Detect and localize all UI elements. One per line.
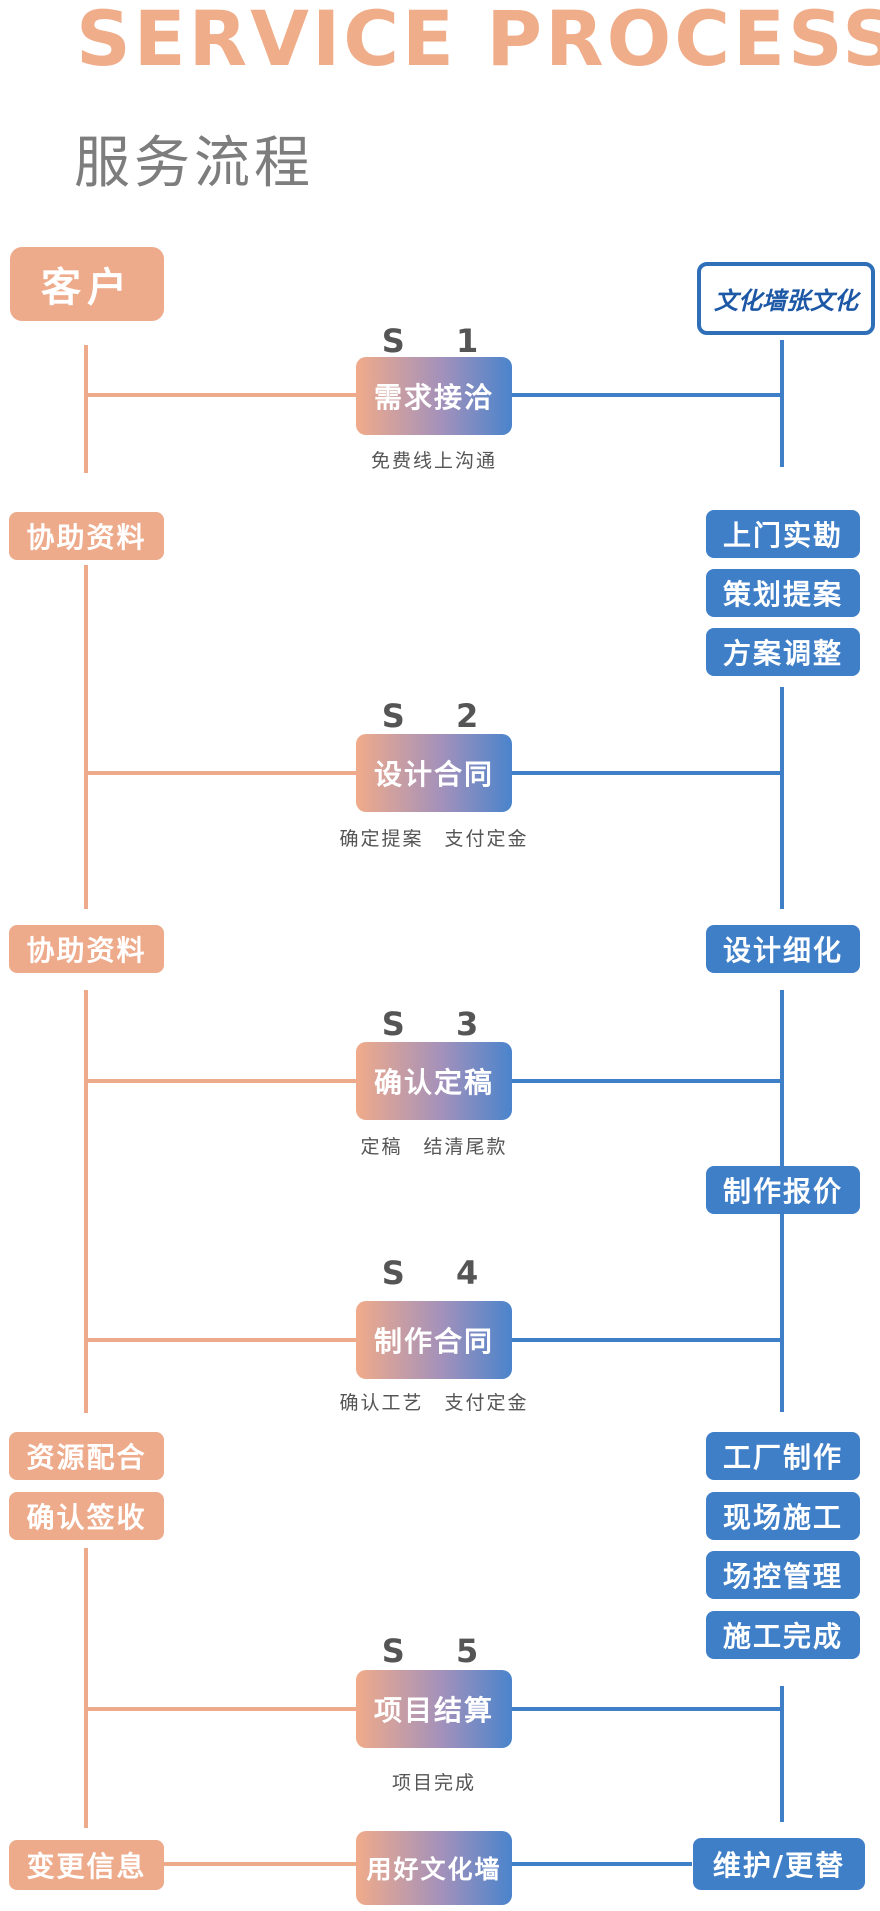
connector-right-s1	[512, 393, 782, 397]
company-timeline-segment	[780, 1686, 784, 1822]
tag-assist-materials-2: 协助资料	[9, 925, 164, 973]
tag-assist-materials-1: 协助资料	[9, 512, 164, 560]
step-2-label: S 2	[381, 697, 499, 735]
tag-planning-proposal: 策划提案	[706, 569, 860, 617]
tag-plan-adjustment: 方案调整	[706, 628, 860, 676]
step-4-label: S 4	[381, 1254, 499, 1292]
step-3-label: S 3	[381, 1005, 499, 1043]
tag-production-quote: 制作报价	[706, 1166, 860, 1214]
customer-timeline-segment	[84, 565, 88, 909]
customer-timeline-segment	[84, 990, 88, 1413]
company-timeline-segment	[780, 990, 784, 1166]
step-1-label: S 1	[381, 322, 499, 360]
title-english: SERVICE PROCESS	[76, 0, 880, 83]
company-logo: 文化墙张文化	[697, 262, 875, 335]
connector-left-s4	[86, 1338, 356, 1342]
customer-timeline-segment	[84, 345, 88, 473]
step-2-subtitle: 确定提案 支付定金	[339, 828, 529, 850]
tag-maintenance: 维护/更替	[693, 1838, 865, 1890]
connector-left-s5	[86, 1707, 356, 1711]
customer-timeline-segment	[84, 1548, 88, 1828]
tag-site-survey: 上门实勘	[706, 510, 860, 558]
title-chinese: 服务流程	[74, 131, 314, 196]
step-4-subtitle: 确认工艺 支付定金	[339, 1392, 529, 1414]
connector-right-s3	[512, 1079, 782, 1083]
company-timeline-segment	[780, 340, 784, 467]
tag-onsite-construction: 现场施工	[706, 1492, 860, 1540]
step-5-subtitle: 项目完成	[391, 1772, 476, 1794]
tag-factory-production: 工厂制作	[706, 1432, 860, 1480]
connector-right-s2	[512, 771, 782, 775]
connector-left-s1	[86, 393, 356, 397]
customer-box: 客户	[10, 247, 164, 321]
step-3-subtitle: 定稿 结清尾款	[360, 1136, 508, 1158]
step-5-label: S 5	[381, 1632, 499, 1670]
step-5-box: 项目结算	[356, 1670, 512, 1748]
tag-change-info: 变更信息	[9, 1840, 164, 1890]
connector-left-s3	[86, 1079, 356, 1083]
connector-left-final	[164, 1862, 356, 1866]
connector-right-final	[512, 1862, 692, 1866]
tag-construction-complete: 施工完成	[706, 1611, 860, 1659]
company-timeline-segment	[780, 1212, 784, 1412]
tag-confirm-receipt: 确认签收	[9, 1492, 164, 1540]
step-4-box: 制作合同	[356, 1301, 512, 1379]
connector-left-s2	[86, 771, 356, 775]
step-3-box: 确认定稿	[356, 1042, 512, 1120]
tag-site-control: 场控管理	[706, 1551, 860, 1599]
step-2-box: 设计合同	[356, 734, 512, 812]
connector-right-s4	[512, 1338, 782, 1342]
step-1-subtitle: 免费线上沟通	[370, 450, 497, 472]
tag-resources: 资源配合	[9, 1432, 164, 1480]
tag-design-detail: 设计细化	[706, 925, 860, 973]
step-1-box: 需求接洽	[356, 357, 512, 435]
final-box: 用好文化墙	[356, 1831, 512, 1905]
company-timeline-segment	[780, 687, 784, 909]
connector-right-s5	[512, 1707, 782, 1711]
